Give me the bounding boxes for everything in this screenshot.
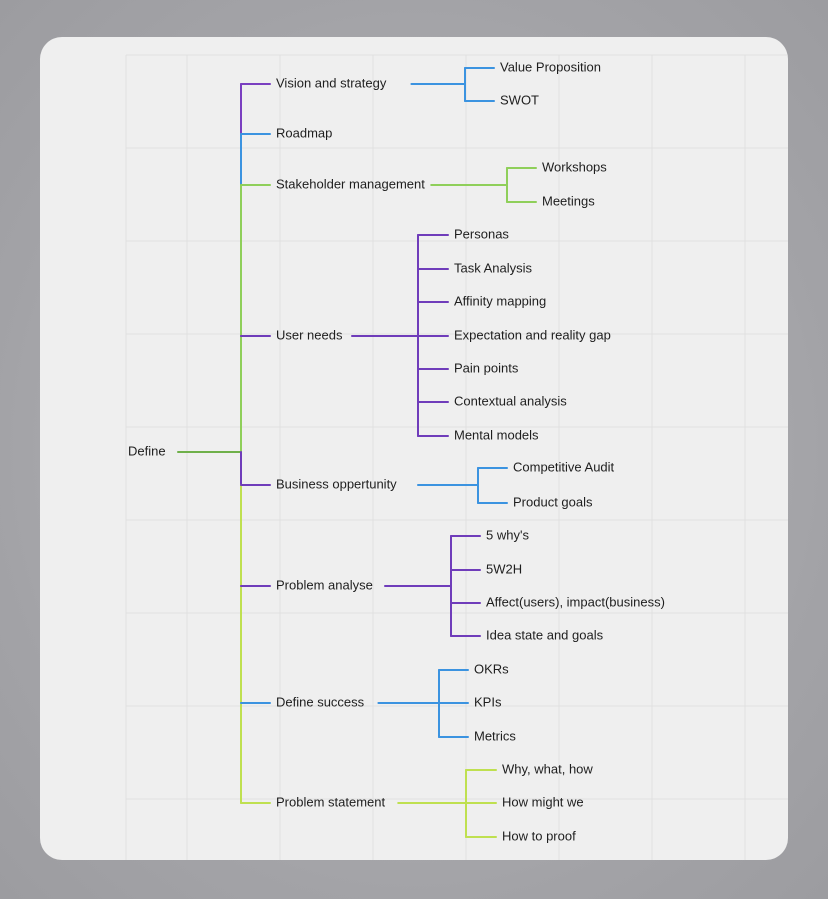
child-node[interactable]: Idea state and goals: [486, 627, 604, 642]
branch-stakeholder-management[interactable]: Stakeholder management: [276, 176, 425, 191]
child-node[interactable]: Affinity mapping: [454, 293, 546, 308]
mindmap-card: Define Vision and strategy Value Propositi…: [40, 37, 788, 860]
child-node[interactable]: Why, what, how: [502, 761, 593, 776]
branch-business-oppertunity[interactable]: Business oppertunity: [276, 476, 397, 491]
child-node[interactable]: Affect(users), impact(business): [486, 594, 665, 609]
mindmap-canvas: Define Vision and strategy Value Propositi…: [125, 54, 788, 860]
child-node[interactable]: Meetings: [542, 193, 595, 208]
branch-vision-and-strategy[interactable]: Vision and strategy: [276, 75, 387, 90]
branch-problem-statement[interactable]: Problem statement: [276, 794, 385, 809]
child-node[interactable]: OKRs: [474, 661, 509, 676]
child-node[interactable]: Pain points: [454, 360, 519, 375]
child-node[interactable]: 5 why's: [486, 527, 529, 542]
branch-user-needs[interactable]: User needs: [276, 327, 343, 342]
child-node[interactable]: Mental models: [454, 427, 539, 442]
child-node[interactable]: Contextual analysis: [454, 393, 567, 408]
child-node[interactable]: Expectation and reality gap: [454, 327, 611, 342]
child-node[interactable]: Competitive Audit: [513, 459, 615, 474]
child-node[interactable]: Value Proposition: [500, 59, 601, 74]
root-node-define[interactable]: Define: [128, 443, 166, 458]
child-node[interactable]: Task Analysis: [454, 260, 533, 275]
branch-define-success[interactable]: Define success: [276, 694, 365, 709]
child-node[interactable]: Workshops: [542, 159, 607, 174]
child-node[interactable]: How to proof: [502, 828, 576, 843]
child-node[interactable]: 5W2H: [486, 561, 522, 576]
child-node[interactable]: Personas: [454, 226, 509, 241]
child-node[interactable]: SWOT: [500, 92, 539, 107]
branch-roadmap[interactable]: Roadmap: [276, 125, 332, 140]
child-node[interactable]: How might we: [502, 794, 584, 809]
branch-problem-analyse[interactable]: Problem analyse: [276, 577, 373, 592]
child-node[interactable]: KPIs: [474, 694, 502, 709]
child-node[interactable]: Product goals: [513, 494, 593, 509]
child-node[interactable]: Metrics: [474, 728, 516, 743]
grid-lines: [125, 54, 788, 860]
